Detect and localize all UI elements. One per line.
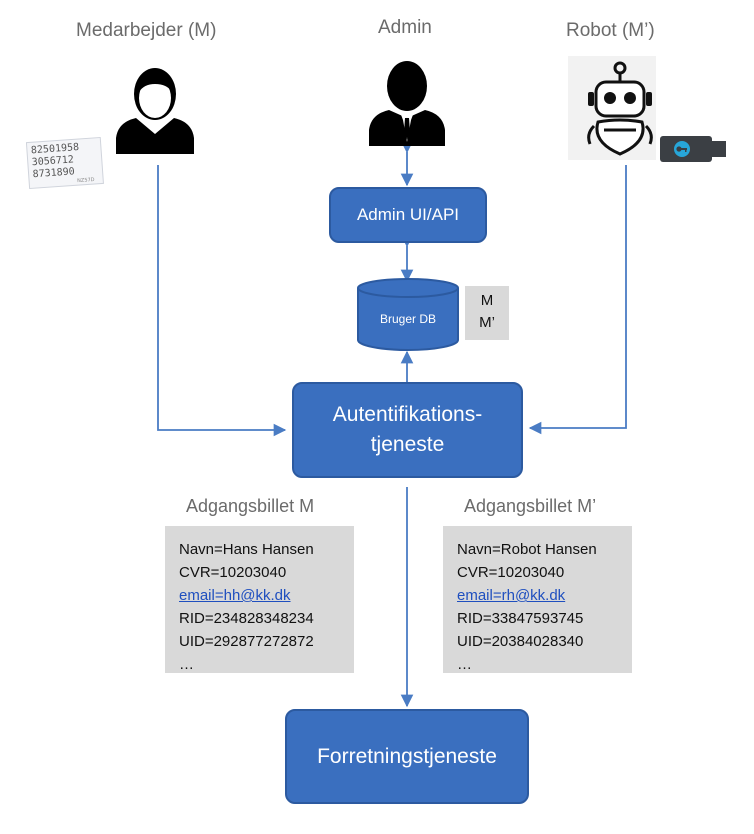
ticket-mp: Navn=Robot Hansen CVR=10203040 email=rh@… (443, 526, 632, 673)
person-icon (116, 68, 194, 154)
svg-text:3056712: 3056712 (31, 154, 74, 168)
ticket-m-email[interactable]: email=hh@kk.dk (179, 587, 291, 604)
ticket-m-uid: UID=292877272872 (179, 633, 314, 650)
actor-label-medarbejder: Medarbejder (M) (76, 20, 217, 41)
ticket-m-more: … (179, 656, 194, 673)
ticket-mp-title: Adgangsbillet M’ (464, 496, 597, 516)
ticket-mp-cvr: CVR=10203040 (457, 564, 565, 581)
ticket-mp-uid: UID=20384028340 (457, 633, 584, 650)
db-label: Bruger DB (379, 312, 437, 326)
actor-label-admin: Admin (378, 17, 432, 38)
ticket-mp-email[interactable]: email=rh@kk.dk (457, 587, 566, 604)
admin-ui-api-label: Admin UI/API (356, 205, 460, 224)
arrow-robot-auth (528, 165, 627, 435)
db-user-m: M (480, 292, 494, 309)
password-card-icon: 82501958 3056712 8731890 NZ57D (26, 136, 104, 190)
ticket-m-rid: RID=234828348234 (179, 610, 314, 627)
svg-text:NZ57D: NZ57D (77, 177, 95, 184)
business-service-label: Forretningstjeneste (317, 744, 497, 768)
auth-service-label-line2: tjeneste (370, 433, 445, 456)
ticket-mp-more: … (457, 656, 472, 673)
auth-service-label-line1: Autentifikations- (332, 403, 483, 426)
ticket-mp-rid: RID=33847593745 (457, 610, 584, 627)
usb-key-icon (660, 136, 726, 162)
arrow-medarbejder-auth (157, 165, 287, 437)
database-icon (357, 278, 459, 351)
ticket-mp-name: Navn=Robot Hansen (457, 541, 597, 558)
ticket-m-name: Navn=Hans Hansen (179, 541, 314, 558)
svg-text:8731890: 8731890 (32, 166, 75, 180)
ticket-m: Navn=Hans Hansen CVR=10203040 email=hh@k… (165, 526, 354, 673)
db-users-box: M M’ (465, 286, 509, 340)
ticket-m-cvr: CVR=10203040 (179, 564, 287, 581)
robot-icon (568, 56, 656, 160)
business-service-box: Forretningstjeneste (285, 709, 529, 804)
admin-icon (369, 61, 445, 146)
db-user-mp: M’ (479, 314, 495, 331)
svg-text:82501958: 82501958 (31, 142, 80, 156)
auth-service-box: Autentifikations- tjeneste (292, 382, 523, 478)
admin-ui-api-box: Admin UI/API (329, 187, 487, 243)
ticket-m-title: Adgangsbillet M (186, 496, 315, 516)
actor-label-robot: Robot (M’) (566, 20, 655, 41)
